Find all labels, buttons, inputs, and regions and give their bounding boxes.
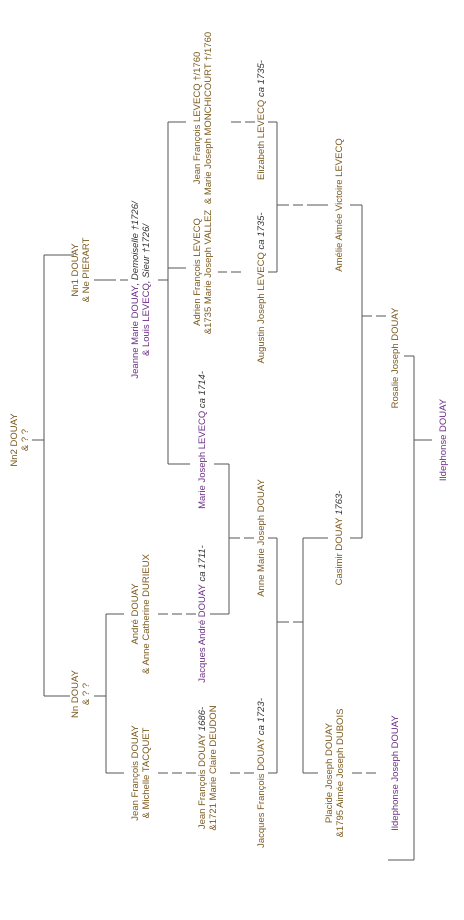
person-nn1-douay: Nn1 DOUAY & Ne PIERART (70, 237, 92, 302)
person-name: Casimir DOUAY 1763- (334, 491, 345, 586)
person-name: Anne Marie Joseph DOUAY (256, 479, 267, 597)
person-dates: ca 1735- (256, 60, 267, 100)
spouse-name-text: & Louis LEVECQ (141, 283, 152, 356)
person-spouse: & Anne Catherine DURIEUX (141, 553, 152, 674)
person-amelie-levecq: Amélie Aimée Victoire LEVECQ (334, 138, 345, 271)
person-andre-douay: André DOUAY & Anne Catherine DURIEUX (130, 553, 152, 674)
person-name-text: Marie Joseph LEVECQ (197, 411, 208, 509)
person-name: Elizabeth LEVECQ ca 1735- (256, 60, 267, 180)
person-name: Jeanne Marie DOUAY, Demoiselle †1726/ (130, 200, 141, 379)
person-dates: ca 1714- (197, 371, 208, 411)
person-name: Jean François DOUAY (130, 725, 141, 821)
person-ildephonse-joseph-douay: Ildephonse Joseph DOUAY (390, 715, 401, 831)
person-name: Jacques François DOUAY ca 1723- (256, 698, 267, 848)
person-elizabeth-levecq: Elizabeth LEVECQ ca 1735- (256, 60, 267, 180)
person-name-text: Augustin Joseph LEVECQ (256, 252, 267, 363)
person-spouse: & ? ? (81, 683, 92, 705)
person-nn2-douay: Nn2 DOUAY & ? ? (9, 413, 31, 467)
person-name: Jean François LEVECQ †/1760 (192, 52, 203, 185)
person-spouse: &1721 Marie Claire DEUDON (208, 705, 219, 830)
person-casimir-douay: Casimir DOUAY 1763- (334, 491, 345, 586)
person-name: Jean François DOUAY 1686- (197, 707, 208, 829)
connector-lines (32, 121, 432, 861)
person-name: Jacques André DOUAY ca 1711- (197, 545, 208, 682)
person-spouse: & Michelle TACQUET (141, 727, 152, 818)
person-spouse: &1795 Aimée Joseph DUBOIS (335, 709, 346, 838)
person-spouse: & Ne PIERART (81, 237, 92, 302)
person-spouse: & Marie Joseph MONCHICOURT †/1760 (203, 32, 214, 204)
person-jacques-andre-douay: Jacques André DOUAY ca 1711- (197, 545, 208, 682)
person-name: Augustin Joseph LEVECQ ca 1735- (256, 212, 267, 363)
person-name: Adrien François LEVECQ (192, 218, 203, 326)
person-name-text: Jacques François DOUAY (256, 737, 267, 848)
person-jeanne-marie-douay: Jeanne Marie DOUAY, Demoiselle †1726/ & … (130, 200, 152, 379)
person-ildephonse-douay: Ildephonse DOUAY (438, 398, 449, 481)
person-name: Rosalie Joseph DOUAY (390, 307, 401, 408)
person-name-text: Elizabeth LEVECQ (256, 100, 267, 180)
person-dates: ca 1723- (256, 698, 267, 738)
person-spouse: & Louis LEVECQ, Sieur †1726/ (141, 223, 152, 356)
person-jean-francois-levecq: Jean François LEVECQ †/1760 & Marie Jose… (192, 32, 214, 204)
person-name-text: Casimir DOUAY (334, 517, 345, 586)
person-augustin-joseph-levecq: Augustin Joseph LEVECQ ca 1735- (256, 212, 267, 363)
person-dates: ca 1735- (256, 212, 267, 252)
person-name: Nn1 DOUAY (70, 243, 81, 297)
person-jean-francois-douay-1686: Jean François DOUAY 1686- &1721 Marie Cl… (197, 705, 219, 830)
person-nn-douay: Nn DOUAY & ? ? (70, 669, 92, 718)
person-rosalie-joseph-douay: Rosalie Joseph DOUAY (390, 307, 401, 408)
person-adrien-francois-levecq: Adrien François LEVECQ &1735 Marie Josep… (192, 210, 214, 335)
person-dates: , Demoiselle †1726/ (130, 200, 141, 285)
person-name-text: Jeanne Marie DOUAY (130, 285, 141, 379)
person-name: Marie Joseph LEVECQ ca 1714- (197, 371, 208, 509)
person-name: André DOUAY (130, 583, 141, 645)
person-name: Nn DOUAY (70, 669, 81, 718)
person-jacques-francois-douay: Jacques François DOUAY ca 1723- (256, 698, 267, 848)
person-dates: 1686- (197, 707, 208, 734)
person-name: Ildephonse DOUAY (438, 398, 449, 481)
person-name-text: Jean François DOUAY (197, 733, 208, 829)
person-spouse: & ? ? (20, 429, 31, 451)
person-marie-joseph-levecq: Marie Joseph LEVECQ ca 1714- (197, 371, 208, 509)
person-name: Nn2 DOUAY (9, 413, 20, 467)
person-anne-marie-joseph-douay: Anne Marie Joseph DOUAY (256, 479, 267, 597)
person-jean-francois-douay-tacquet: Jean François DOUAY & Michelle TACQUET (130, 725, 152, 821)
spouse-dates: , Sieur †1726/ (141, 223, 152, 284)
person-name-text: Jacques André DOUAY (197, 584, 208, 683)
person-name: Ildephonse Joseph DOUAY (390, 715, 401, 831)
person-name: Placide Joseph DOUAY (324, 722, 335, 823)
person-dates: 1763- (334, 491, 345, 518)
person-dates: ca 1711- (197, 545, 208, 584)
person-name: Amélie Aimée Victoire LEVECQ (334, 138, 345, 271)
person-spouse: &1735 Marie Joseph VALLEZ (203, 210, 214, 335)
person-placide-joseph-douay: Placide Joseph DOUAY &1795 Aimée Joseph … (324, 709, 346, 838)
